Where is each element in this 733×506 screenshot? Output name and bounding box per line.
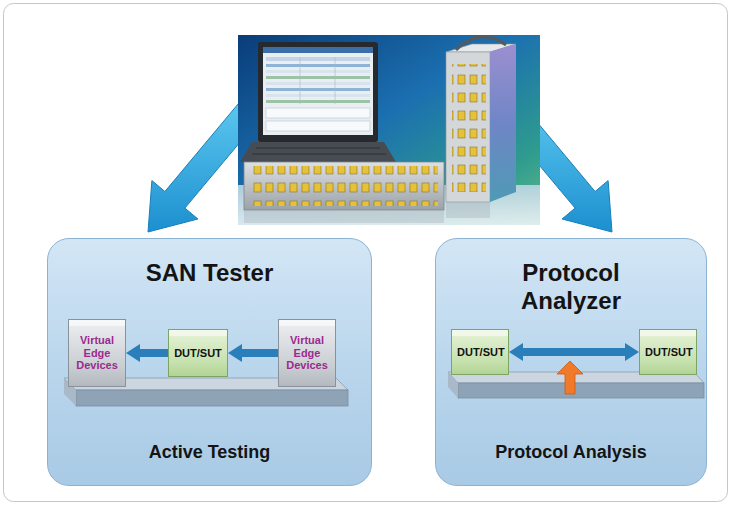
panel-caption: Active Testing [149, 442, 271, 463]
test-platform [448, 372, 704, 398]
edge-device-box: Virtual Edge Devices [278, 319, 336, 387]
test-mode-panel: SAN TesterActive Testing Virtual Edge Dev… [47, 238, 372, 486]
box-label: Virtual Edge Devices [283, 334, 331, 372]
edge-device-box: Virtual Edge Devices [68, 319, 126, 387]
monitor-arrow [557, 361, 583, 394]
traffic-arrow [523, 348, 625, 356]
panel-caption: Protocol Analysis [495, 442, 646, 463]
device-under-test-box: DUT/SUT [168, 329, 228, 377]
box-label: DUT/SUT [174, 347, 222, 360]
traffic-arrow [242, 349, 278, 357]
panel-heading: SAN Tester [146, 259, 274, 287]
panel-heading: Protocol Analyzer [491, 259, 651, 314]
box-label: DUT/SUT [645, 346, 691, 359]
test-platform [64, 378, 348, 406]
equipment-photo [238, 35, 540, 225]
box-label: Virtual Edge Devices [73, 334, 121, 372]
outer-frame [4, 4, 728, 502]
traffic-arrow [140, 349, 168, 357]
device-under-test-box: DUT/SUT [451, 329, 509, 375]
test-mode-panel: Protocol AnalyzerProtocol Analysis DUT/SU… [435, 238, 707, 486]
box-label: DUT/SUT [457, 346, 503, 359]
device-under-test-box: DUT/SUT [639, 329, 697, 375]
